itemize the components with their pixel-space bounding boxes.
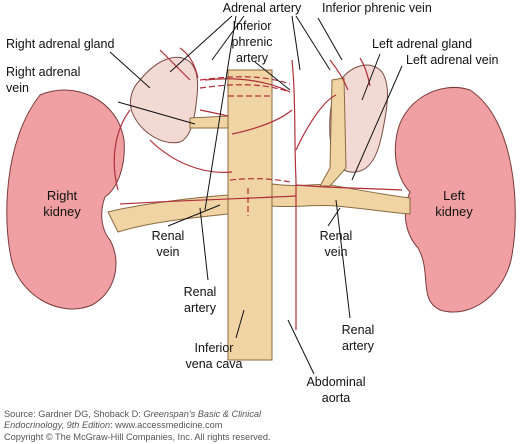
left-renal-vein	[271, 183, 411, 215]
dashed-vessel-contours	[199, 76, 291, 216]
source-line-2: Endocrinology, 9th Edition: www.accessme…	[4, 420, 223, 430]
label-right-adrenal-vein-1: Right adrenal	[6, 65, 80, 79]
right-adrenal-vein	[189, 115, 229, 129]
label-renal-artery-left-2: artery	[342, 339, 375, 353]
label-abdominal-aorta-1: Abdominal	[306, 375, 365, 389]
label-renal-vein-left-2: vein	[325, 245, 348, 259]
right-renal-vein	[107, 194, 229, 233]
label-left-adrenal-gland: Left adrenal gland	[372, 37, 472, 51]
label-renal-vein-right-2: vein	[157, 245, 180, 259]
label-inferior-vena-cava-1: Inferior	[195, 341, 234, 355]
label-inferior-phrenic-artery-2: phrenic	[232, 35, 273, 49]
label-inferior-vena-cava-2: vena cava	[186, 357, 243, 371]
label-left-kidney-1: Left	[443, 188, 465, 203]
inferior-vena-cava	[227, 69, 273, 361]
right-adrenal-gland	[129, 56, 199, 144]
label-right-kidney-2: kidney	[43, 204, 81, 219]
left-adrenal-vein	[319, 77, 347, 187]
copyright-line: Copyright © The McGraw-Hill Companies, I…	[4, 432, 271, 442]
label-inferior-phrenic-vein: Inferior phrenic vein	[322, 1, 432, 15]
source-line-1: Source: Gardner DG, Shoback D: Greenspan…	[4, 409, 262, 419]
label-inferior-phrenic-artery-1: Inferior	[233, 19, 272, 33]
label-left-adrenal-vein: Left adrenal vein	[406, 53, 498, 67]
label-abdominal-aorta-2: aorta	[322, 391, 351, 405]
left-kidney	[394, 86, 516, 313]
label-left-kidney-2: kidney	[435, 204, 473, 219]
label-right-adrenal-gland: Right adrenal gland	[6, 37, 114, 51]
label-right-adrenal-vein-2: vein	[6, 81, 29, 95]
label-renal-vein-right-1: Renal	[152, 229, 185, 243]
label-renal-vein-left-1: Renal	[320, 229, 353, 243]
label-adrenal-artery: Adrenal artery	[223, 1, 302, 15]
label-renal-artery-left-1: Renal	[342, 323, 375, 337]
arteries	[113, 47, 403, 330]
label-right-kidney-1: Right	[47, 188, 78, 203]
label-renal-artery-right-1: Renal	[184, 285, 217, 299]
right-kidney	[6, 89, 125, 310]
leader-lines	[109, 15, 403, 375]
label-renal-artery-right-2: artery	[184, 301, 217, 315]
label-inferior-phrenic-artery-3: artery	[236, 51, 269, 65]
